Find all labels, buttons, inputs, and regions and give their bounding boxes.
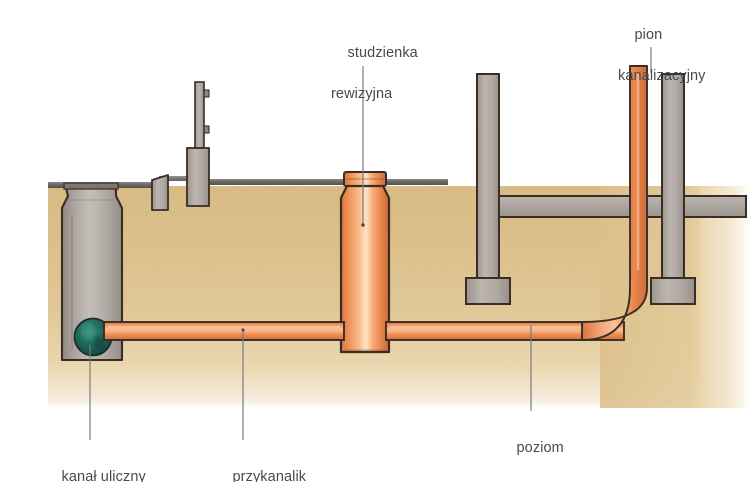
building-foundation [465, 73, 747, 305]
horizontal-sewer-pipe [103, 321, 625, 341]
leader-lines [89, 47, 652, 440]
label-studzienka-line2: rewizyjna [331, 85, 393, 102]
sewer-stack-pipe [581, 65, 648, 341]
label-pion-line2: kanalizacyjny [618, 67, 706, 84]
label-kanal-uliczny: kanał uliczny [45, 446, 146, 482]
label-kanal-uliczny-line1: kanał uliczny [61, 468, 146, 482]
label-przykanalik: przykanalik [216, 446, 307, 482]
kerb-block [151, 174, 169, 211]
label-poziom-kanalizacyjny: poziom kanalizacyjny [500, 417, 588, 482]
label-poziom-line2: kanalizacyjny [500, 479, 588, 482]
label-studzienka-rewizyjna: studzienka rewizyjna [331, 22, 418, 145]
label-poziom-line1: poziom [516, 439, 564, 456]
label-studzienka-line1: studzienka [347, 44, 418, 61]
street-sewer-manhole [60, 182, 124, 362]
label-przykanalik-line1: przykanalik [232, 468, 307, 482]
label-pion-line1: pion [634, 26, 663, 43]
marker-post [186, 81, 210, 207]
label-pion-kanalizacyjny: pion kanalizacyjny [618, 4, 706, 127]
inspection-chamber [339, 171, 391, 354]
